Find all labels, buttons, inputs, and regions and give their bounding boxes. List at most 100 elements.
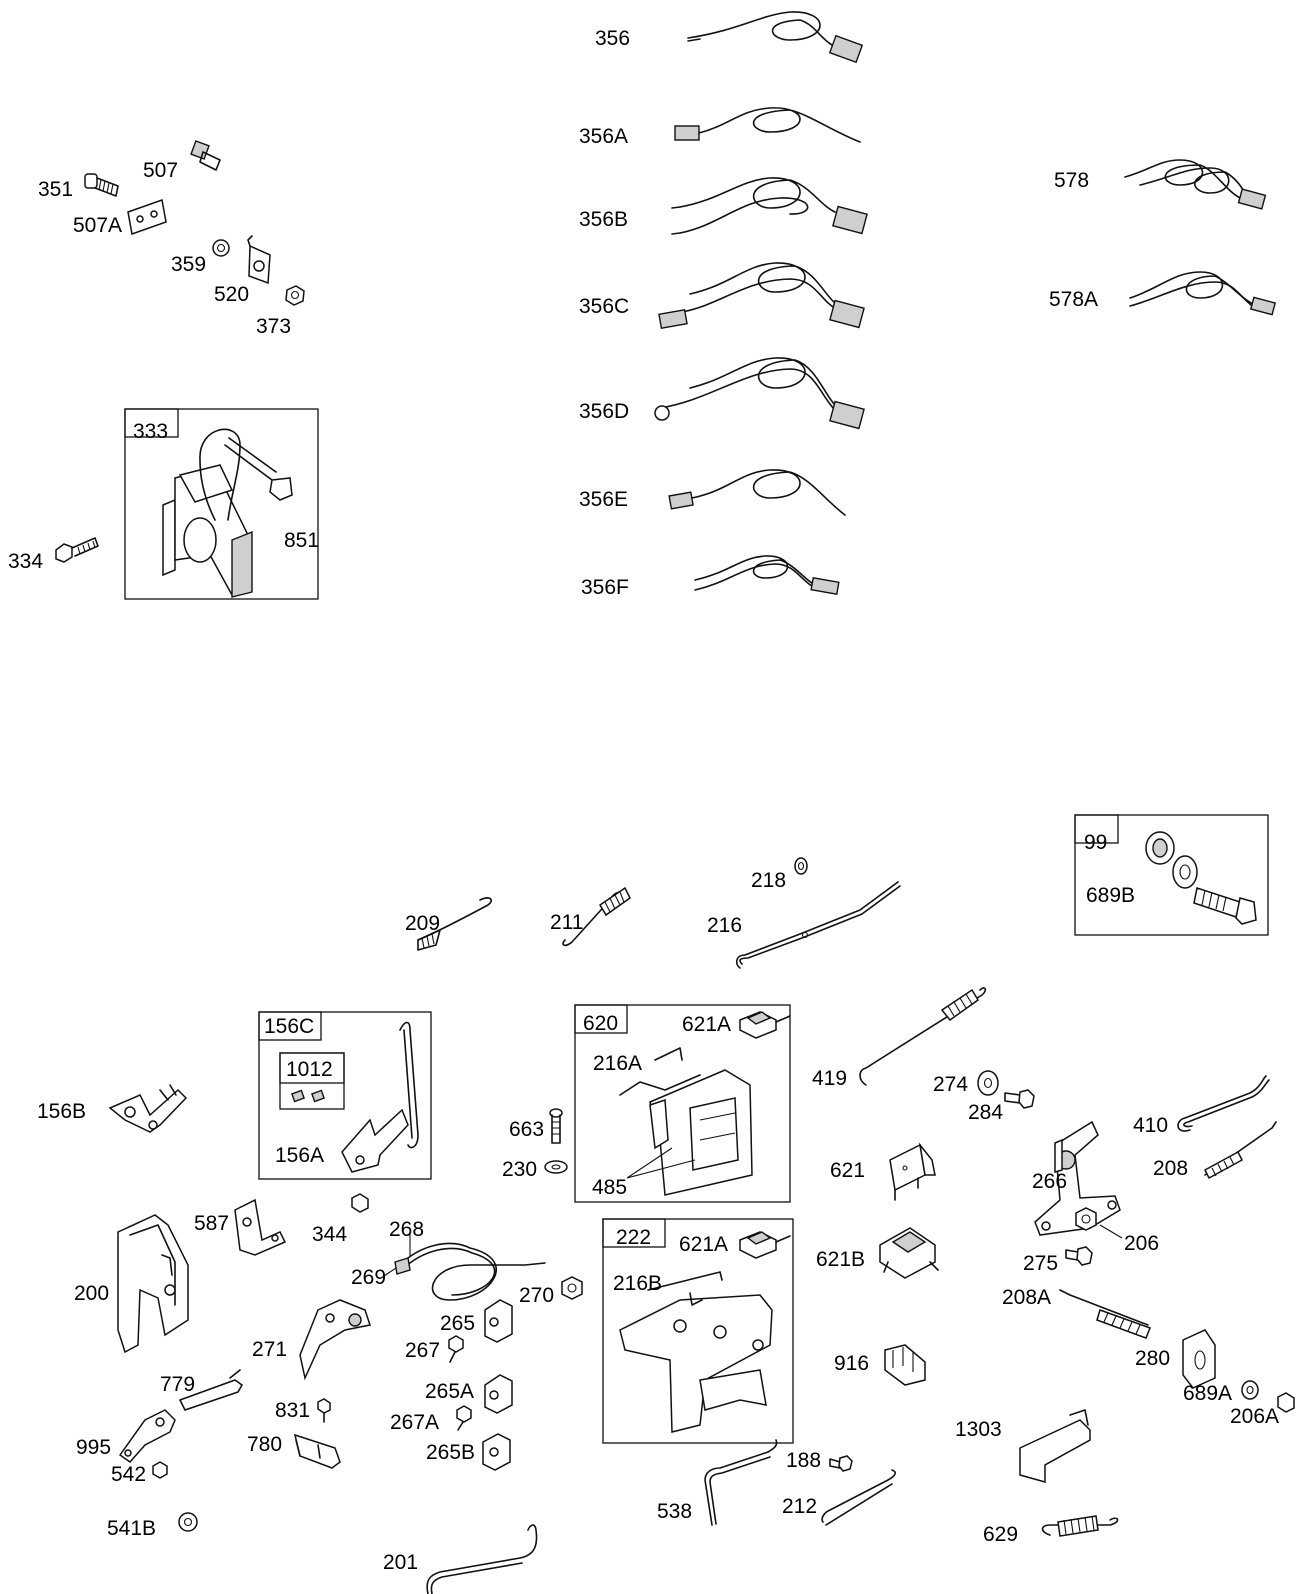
- bracket-1303: [1019, 1409, 1091, 1483]
- label-410: 410: [1133, 1114, 1168, 1137]
- washer-359: [212, 239, 230, 257]
- screw-188: [829, 1455, 853, 1472]
- nut-373: [285, 285, 305, 306]
- bracket-620: [619, 1047, 753, 1196]
- wire-356B: [671, 177, 868, 235]
- label-621A-1: 621A: [682, 1013, 731, 1036]
- screw-344: [351, 1193, 369, 1213]
- spring-209: [417, 897, 492, 951]
- label-780: 780: [247, 1433, 282, 1456]
- label-271: 271: [252, 1338, 287, 1361]
- label-351: 351: [38, 178, 73, 201]
- bolt-284: [1004, 1089, 1035, 1109]
- label-206: 206: [1124, 1232, 1159, 1255]
- label-663: 663: [509, 1118, 544, 1141]
- label-216A: 216A: [593, 1052, 642, 1075]
- label-216B: 216B: [613, 1272, 662, 1295]
- label-265B: 265B: [426, 1441, 475, 1464]
- label-270: 270: [519, 1284, 554, 1307]
- bracket-265B: [482, 1433, 511, 1471]
- link-538: [704, 1439, 778, 1526]
- label-507: 507: [143, 159, 178, 182]
- label-266: 266: [1032, 1170, 1067, 1193]
- rod-208: [1204, 1121, 1277, 1180]
- label-265: 265: [440, 1312, 475, 1335]
- label-99: 99: [1084, 831, 1107, 854]
- washer-230: [544, 1160, 568, 1174]
- wire-356E: [668, 469, 846, 516]
- bracket-265: [484, 1299, 513, 1343]
- rod-208A: [1059, 1289, 1151, 1339]
- box-99: [1074, 814, 1269, 936]
- parts-1012: [291, 1089, 325, 1103]
- label-230: 230: [502, 1158, 537, 1181]
- label-156A: 156A: [275, 1144, 324, 1167]
- rod-201: [426, 1524, 538, 1594]
- screw-275: [1065, 1246, 1093, 1266]
- label-201: 201: [383, 1551, 418, 1574]
- label-1012: 1012: [286, 1058, 333, 1081]
- bracket-916: [884, 1344, 926, 1386]
- rod-216: [735, 881, 901, 969]
- bushing-689A: [1241, 1380, 1259, 1400]
- label-265A: 265A: [425, 1380, 474, 1403]
- screw-663: [549, 1108, 563, 1144]
- plate-507A: [127, 198, 167, 236]
- screw-206A: [1277, 1392, 1295, 1413]
- washer-274: [977, 1070, 999, 1096]
- label-587: 587: [194, 1212, 229, 1235]
- labels: 356 356A 356B 356C 356D 356E 356F 578 57…: [8, 27, 1279, 1574]
- link-779: [179, 1369, 243, 1411]
- clip-621A-2: [739, 1231, 791, 1259]
- label-356E: 356E: [579, 488, 628, 511]
- label-356B: 356B: [579, 208, 628, 231]
- bolt-507: [190, 140, 221, 171]
- label-356A: 356A: [579, 125, 628, 148]
- label-267A: 267A: [390, 1411, 439, 1434]
- label-851: 851: [284, 529, 319, 552]
- label-208: 208: [1153, 1157, 1188, 1180]
- screw-542: [152, 1461, 168, 1479]
- label-200: 200: [74, 1282, 109, 1305]
- bracket-280: [1182, 1329, 1216, 1389]
- label-333: 333: [133, 420, 168, 443]
- screw-351: [84, 173, 119, 197]
- bushing-689B: [1145, 831, 1257, 925]
- label-216: 216: [707, 914, 742, 937]
- label-373: 373: [256, 315, 291, 338]
- label-284: 284: [968, 1101, 1003, 1124]
- label-268: 268: [389, 1218, 424, 1241]
- label-212: 212: [782, 1495, 817, 1518]
- bracket-265A: [484, 1374, 513, 1414]
- label-1303: 1303: [955, 1418, 1002, 1441]
- bracket-995: [118, 1409, 176, 1463]
- rod-410: [1177, 1075, 1270, 1132]
- label-267: 267: [405, 1339, 440, 1362]
- label-280: 280: [1135, 1347, 1170, 1370]
- label-689A: 689A: [1183, 1382, 1232, 1405]
- armature-333: [162, 428, 293, 598]
- bracket-621B: [879, 1227, 939, 1279]
- label-356C: 356C: [579, 295, 629, 318]
- screw-334: [55, 537, 99, 563]
- bracket-156B: [108, 1084, 188, 1133]
- label-520: 520: [214, 283, 249, 306]
- wire-356D: [654, 357, 865, 430]
- label-578A: 578A: [1049, 288, 1098, 311]
- label-274: 274: [933, 1073, 968, 1096]
- label-629: 629: [983, 1523, 1018, 1546]
- spring-629: [1041, 1515, 1119, 1537]
- box-620: [574, 1004, 791, 1203]
- bracket-520: [247, 235, 271, 285]
- screw-267: [448, 1335, 464, 1363]
- label-208A: 208A: [1002, 1286, 1051, 1309]
- label-156B: 156B: [37, 1100, 86, 1123]
- bracket-222: [619, 1271, 773, 1433]
- label-507A: 507A: [73, 214, 122, 237]
- box-156C: [258, 1011, 432, 1180]
- label-779: 779: [160, 1373, 195, 1396]
- label-156C: 156C: [264, 1015, 314, 1038]
- rod-212: [821, 1469, 896, 1526]
- label-222: 222: [616, 1226, 651, 1249]
